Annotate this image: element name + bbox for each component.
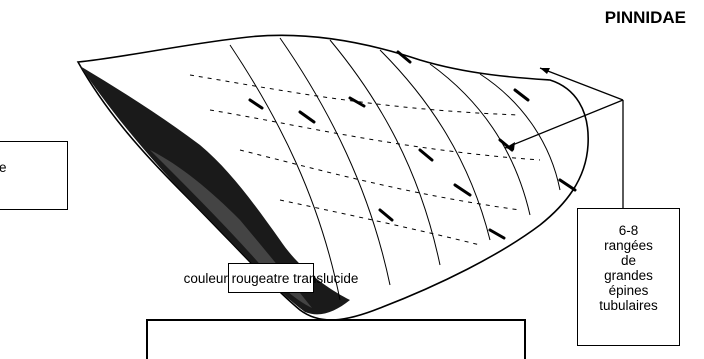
- spines-line-5: épines: [578, 283, 679, 298]
- spines-line-4: grandes: [578, 268, 679, 283]
- spines-label-box: 6-8 rangées de grandes épines tubulaires: [577, 208, 680, 346]
- cut-label-text: e: [0, 160, 7, 175]
- color-label-box: couleur rougeatre translucide: [228, 263, 314, 293]
- spines-line-3: de: [578, 253, 679, 268]
- spines-line-1: 6-8: [578, 223, 679, 238]
- color-label-text: couleur rougeatre translucide: [184, 271, 359, 286]
- spines-line-6: tubulaires: [578, 298, 679, 313]
- bottom-frame: [146, 319, 526, 359]
- cut-label-box: e: [0, 141, 68, 210]
- spines-line-2: rangées: [578, 238, 679, 253]
